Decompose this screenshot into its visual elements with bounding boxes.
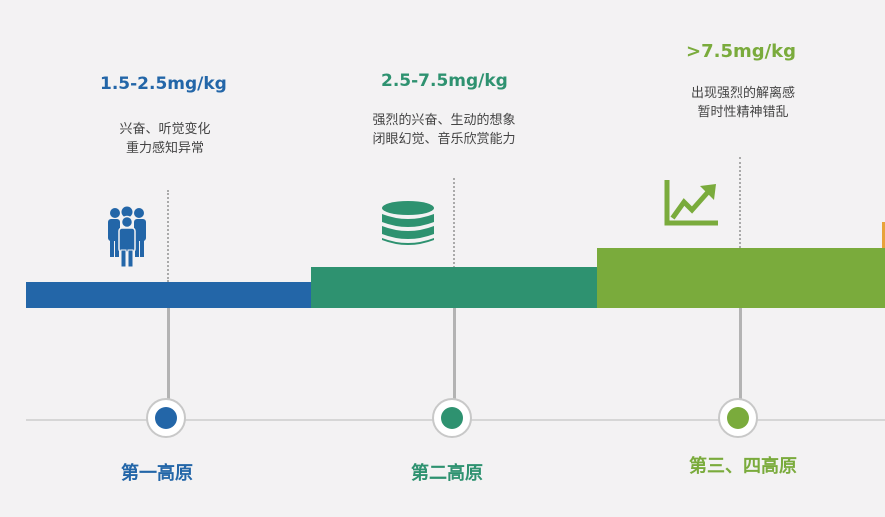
stage-1-node: [146, 398, 186, 438]
stage-1-connector: [167, 295, 170, 400]
stage-1-desc-line1: 兴奋、听觉变化: [119, 122, 211, 137]
stage-3-dose: >7.5mg/kg: [686, 41, 797, 62]
stage-3-desc-line1: 出现强烈的解离感: [690, 86, 795, 101]
stage-1-dotted-line: [167, 190, 169, 282]
stage-1-node-dot: [155, 407, 177, 429]
stage-2-connector: [453, 295, 456, 400]
stage-3-node: [718, 398, 758, 438]
stage-3-connector: [739, 295, 742, 400]
stage-3-bar: [597, 248, 885, 308]
stage-3-label: 第三、四高原: [689, 456, 797, 477]
stage-1-label: 第一高原: [121, 463, 193, 484]
bar-edge-accent: [882, 222, 885, 248]
people-icon: [106, 205, 148, 268]
stage-2-node-dot: [441, 407, 463, 429]
stage-3-dotted-line: [739, 157, 741, 248]
chart-up-icon: [664, 177, 721, 226]
stage-3-description: 出现强烈的解离感 暂时性精神错乱: [676, 84, 810, 122]
stage-2-bar: [311, 267, 597, 308]
stage-2-dose: 2.5-7.5mg/kg: [381, 71, 508, 91]
database-icon: [380, 200, 436, 248]
stage-3-node-dot: [727, 407, 749, 429]
stage-2-node: [432, 398, 472, 438]
stage-2-desc-line2: 闭眼幻觉、音乐欣赏能力: [372, 132, 516, 147]
stage-1-description: 兴奋、听觉变化 重力感知异常: [104, 120, 226, 158]
stage-2-dotted-line: [453, 178, 455, 268]
stage-3-desc-line2: 暂时性精神错乱: [697, 105, 789, 120]
stage-2-label: 第二高原: [411, 463, 483, 484]
stage-2-desc-line1: 强烈的兴奋、生动的想象: [372, 113, 516, 128]
stage-1-dose: 1.5-2.5mg/kg: [100, 74, 227, 94]
stage-1-bar: [26, 282, 311, 308]
stage-2-description: 强烈的兴奋、生动的想象 闭眼幻觉、音乐欣赏能力: [358, 111, 530, 149]
stage-1-desc-line2: 重力感知异常: [125, 141, 204, 156]
